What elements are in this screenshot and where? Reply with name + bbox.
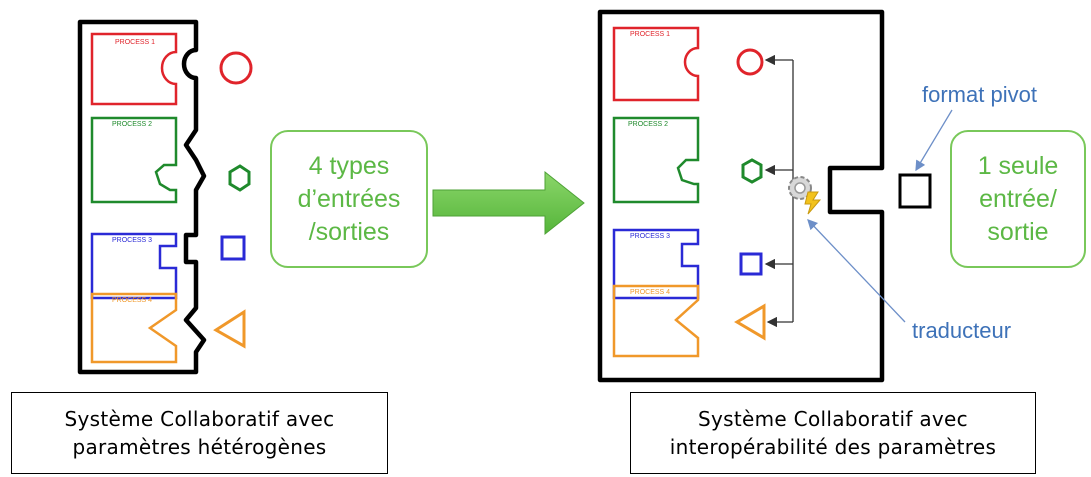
hexagon-port-icon — [741, 158, 763, 184]
process-1-block — [612, 26, 700, 102]
green-arrow-icon — [432, 170, 585, 236]
process-4-label: PROCESS 4 — [112, 297, 152, 304]
pivot-format-annotation: format pivot — [922, 82, 1037, 107]
process-3-label: PROCESS 3 — [112, 237, 152, 244]
square-port-icon — [220, 235, 246, 261]
right-system-frame — [597, 9, 885, 383]
left-system-frame — [77, 19, 207, 375]
circle-port-icon — [219, 51, 253, 85]
translator-pointer-line — [807, 219, 906, 323]
right-caption-line-1: Système Collaboratif avec — [698, 407, 968, 431]
left-system: PROCESS 1 PROCESS 2 PROCESS 3 PROCESS 4 — [77, 19, 253, 375]
left-callout-line-3: /sorties — [308, 217, 390, 246]
left-caption-line-2: paramètres hétérogènes — [72, 435, 327, 459]
right-callout-line-3: sortie — [987, 217, 1049, 246]
process-3-block — [612, 228, 700, 300]
process-4-block — [612, 284, 700, 358]
left-callout-line-1: 4 types — [308, 151, 390, 180]
left-process-1: PROCESS 1 — [90, 32, 253, 106]
right-process-4: PROCESS 4 — [612, 284, 766, 358]
left-process-3: PROCESS 3 — [90, 232, 246, 300]
left-process-2: PROCESS 2 — [90, 116, 251, 204]
process-2-label: PROCESS 2 — [628, 121, 668, 128]
right-caption-line-2: interopérabilité des paramètres — [669, 435, 997, 459]
translator-connectors — [764, 54, 794, 328]
right-process-3: PROCESS 3 — [612, 228, 763, 300]
right-system: PROCESS 1 PROCESS 2 PROCESS 3 PROCESS 4 — [597, 9, 932, 383]
pivot-pointer-line — [915, 109, 953, 172]
process-1-block — [90, 32, 178, 106]
triangle-port-icon — [734, 303, 766, 341]
hexagon-port-icon — [228, 164, 251, 192]
process-4-label: PROCESS 4 — [630, 289, 670, 296]
left-callout: 4 types d’entrées /sorties — [270, 130, 428, 268]
translator-annotation: traducteur — [912, 318, 1012, 343]
triangle-port-icon — [213, 309, 246, 349]
left-callout-line-2: d’entrées — [297, 184, 401, 213]
left-process-4: PROCESS 4 — [90, 292, 246, 364]
lightning-icon — [804, 191, 822, 215]
right-process-2: PROCESS 2 — [612, 116, 763, 204]
process-2-block — [612, 116, 700, 204]
process-1-label: PROCESS 1 — [630, 31, 670, 38]
right-callout-line-1: 1 seule — [977, 151, 1059, 180]
left-caption-line-1: Système Collaboratif avec — [64, 407, 335, 431]
right-caption: Système Collaboratif avec interopérabili… — [630, 392, 1036, 474]
right-callout: 1 seule entrée/ sortie — [950, 130, 1086, 268]
circle-port-icon — [736, 48, 764, 76]
square-port-icon — [739, 252, 763, 276]
right-process-1: PROCESS 1 — [612, 26, 764, 102]
pivot-format-port-icon — [898, 173, 932, 209]
process-3-block — [90, 232, 178, 300]
right-callout-line-2: entrée/ — [979, 184, 1057, 213]
process-1-label: PROCESS 1 — [115, 39, 155, 46]
process-3-label: PROCESS 3 — [630, 233, 670, 240]
gear-icon — [788, 176, 812, 200]
transition-arrow — [432, 170, 585, 236]
process-4-block — [90, 292, 178, 364]
left-caption: Système Collaboratif avec paramètres hét… — [11, 392, 388, 474]
process-2-label: PROCESS 2 — [112, 121, 152, 128]
process-2-block — [90, 116, 178, 204]
